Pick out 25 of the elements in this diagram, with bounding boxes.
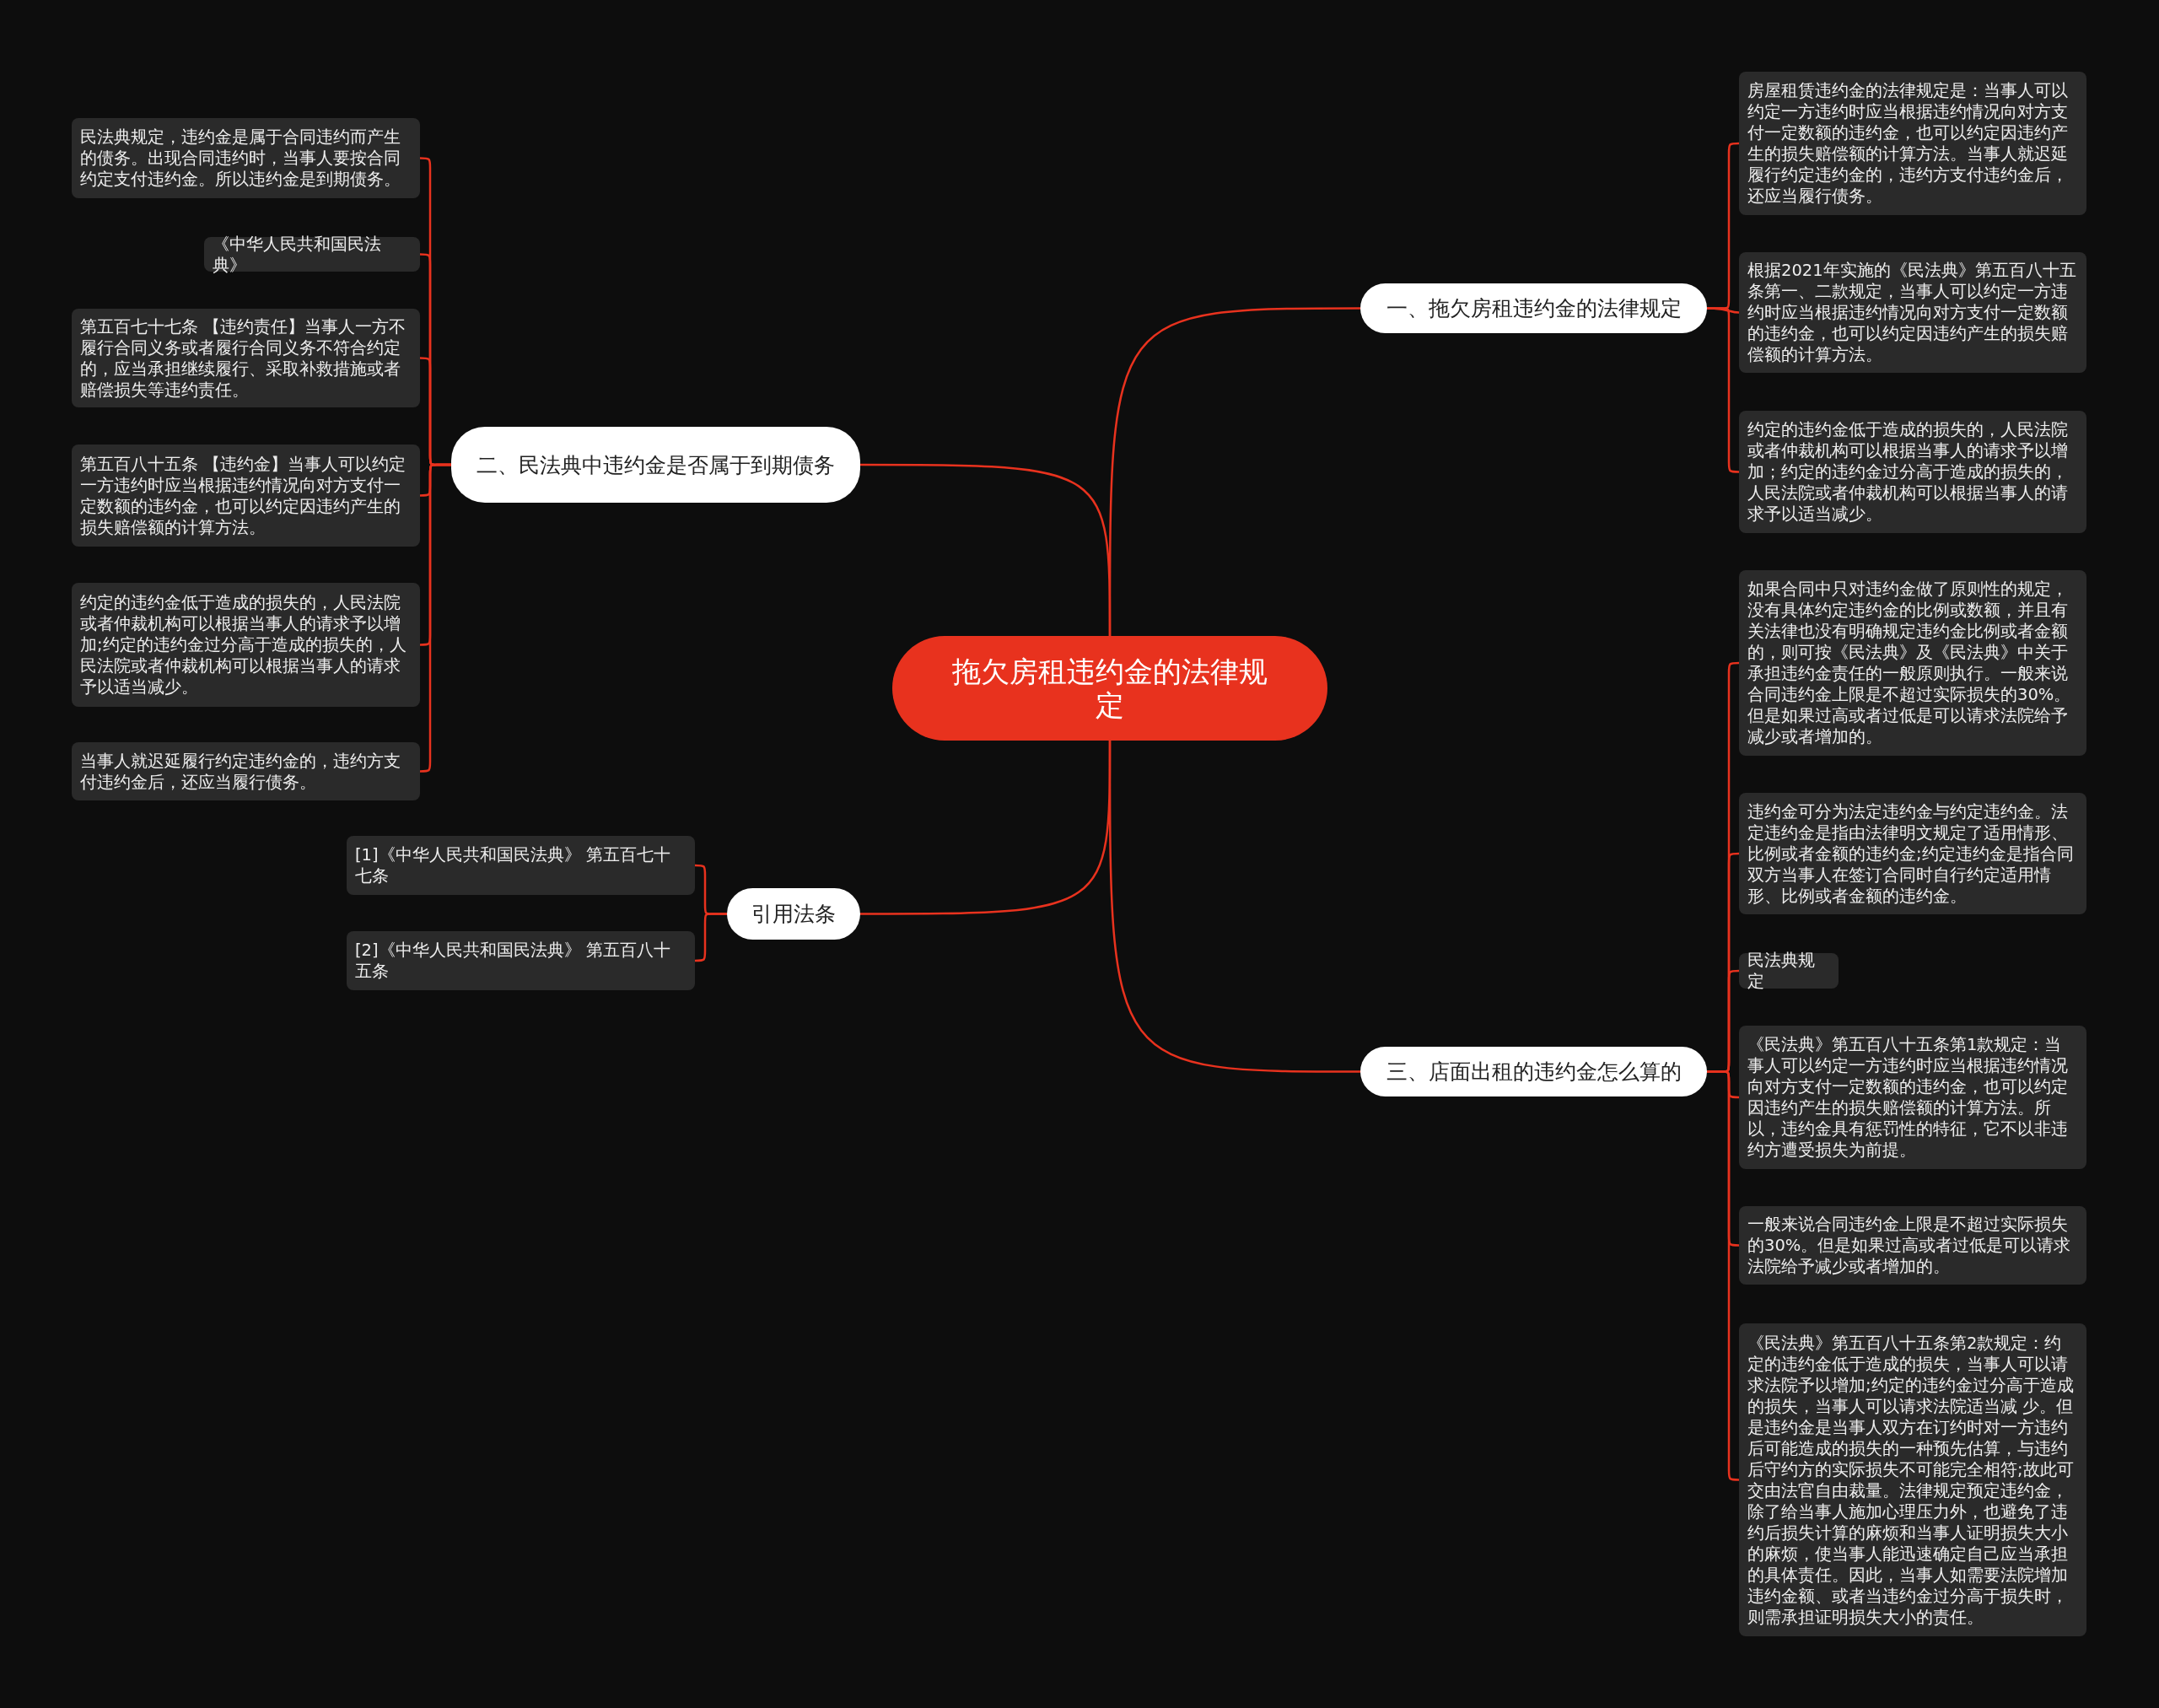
note-card: 民法典规定，违约金是属于合同违约而产生的债务。出现合同违约时，当事人要按合同约定支付违约金。所以违约金是到期债务。 — [72, 118, 420, 198]
central-topic: 拖欠房租违约金的法律规定 — [892, 636, 1327, 741]
topic-pill: 二、民法典中违约金是否属于到期债务 — [451, 427, 860, 503]
topic-pill: 三、店面出租的违约金怎么算的 — [1360, 1047, 1707, 1096]
note-card: 第五百八十五条 【违约金】当事人可以约定一方违约时应当根据违约情况向对方支付一定数额的违约金，也可以约定因违约产生的损失赔偿额的计算方法。 — [72, 445, 420, 547]
note-card: 第五百七十七条 【违约责任】当事人一方不履行合同义务或者履行合同义务不符合约定的，应当承担继续履行、采取补救措施或者赔偿损失等违约责任。 — [72, 309, 420, 407]
note-card: 《民法典》第五百八十五条第2款规定：约定的违约金低于造成的损失，当事人可以请求法院予以增加;约定的违约金过分高于造成的损失，当事人可以请求法院适当减 少。但是违约金是当事人双方在订约时对一方违约后可能造成的损失的一种预先估算，与违约后守约方的实际损失不可能完全相符;故此可交由法官自由裁量。法律规定预定违约金，除了给当事人施加心理压力外，也避免了违约后损失计算的麻烦和当事人证明损失大小的麻烦，使当事人能迅速确定自己应当承担的具体责任。因此，当事人如需要法院增加违约金额、或者当违约金过分高于损失时，则需承担证明损失大小的责任。 — [1739, 1323, 2086, 1636]
note-card: 约定的违约金低于造成的损失的，人民法院或者仲裁机构可以根据当事人的请求予以增加;约定的违约金过分高于造成的损失的，人民法院或者仲裁机构可以根据当事人的请求予以适当减少。 — [72, 583, 420, 707]
note-card: 民法典规定 — [1739, 953, 1839, 989]
connector-line — [860, 463, 1112, 636]
note-card: 《中华人民共和国民法典》 — [204, 237, 420, 272]
note-card: 如果合同中只对违约金做了原则性的规定，没有具体约定违约金的比例或数额，并且有关法律也没有明确规定违约金比例或者金额的，则可按《民法典》及《民法典》中关于承担违约金责任的一般原则执行。一般来说合同违约金上限是不超过实际损失的30%。但是如果过高或者过低是可以请求法院给予减少或者增加的。 — [1739, 570, 2086, 756]
note-card: [1]《中华人民共和国民法典》 第五百七十七条 — [347, 836, 695, 895]
note-card: 约定的违约金低于造成的损失的，人民法院或者仲裁机构可以根据当事人的请求予以增加；约定的违约金过分高于造成的损失的，人民法院或者仲裁机构可以根据当事人的请求予以适当减少。 — [1739, 411, 2086, 533]
topic-pill: 引用法条 — [727, 888, 860, 940]
connector-line — [1108, 741, 1360, 1073]
note-card: 房屋租赁违约金的法律规定是：当事人可以约定一方违约时应当根据违约情况向对方支付一定数额的违约金，也可以约定因违约产生的损失赔偿额的计算方法。当事人就迟延履行约定违约金的，违约方支付违约金后，还应当履行债务。 — [1739, 72, 2086, 215]
topic-pill: 一、拖欠房租违约金的法律规定 — [1360, 283, 1707, 333]
note-card: 一般来说合同违约金上限是不超过实际损失的30%。但是如果过高或者过低是可以请求法院给予减少或者增加的。 — [1739, 1206, 2086, 1285]
connector-line — [695, 913, 727, 962]
note-card: 当事人就迟延履行约定违约金的，违约方支付违约金后，还应当履行债务。 — [72, 742, 420, 800]
note-card: 根据2021年实施的《民法典》第五百八十五条第一、二款规定，当事人可以约定一方违约时应当根据违约情况向对方支付一定数额的违约金，也可以约定因违约产生的损失赔偿额的计算方法。 — [1739, 252, 2086, 373]
note-card: [2]《中华人民共和国民法典》 第五百八十五条 — [347, 931, 695, 990]
note-card: 《民法典》第五百八十五条第1款规定：当事人可以约定一方违约时应当根据违约情况向对方支付一定数额的违约金，也可以约定因违约产生的损失赔偿额的计算方法。所以，违约金具有惩罚性的特征，它不以非违约方遭受损失为前提。 — [1739, 1026, 2086, 1169]
note-card: 违约金可分为法定违约金与约定违约金。法定违约金是指由法律明文规定了适用情形、比例或者金额的违约金;约定违约金是指合同双方当事人在签订合同时自行约定适用情形、比例或者金额的违约金。 — [1739, 793, 2086, 914]
